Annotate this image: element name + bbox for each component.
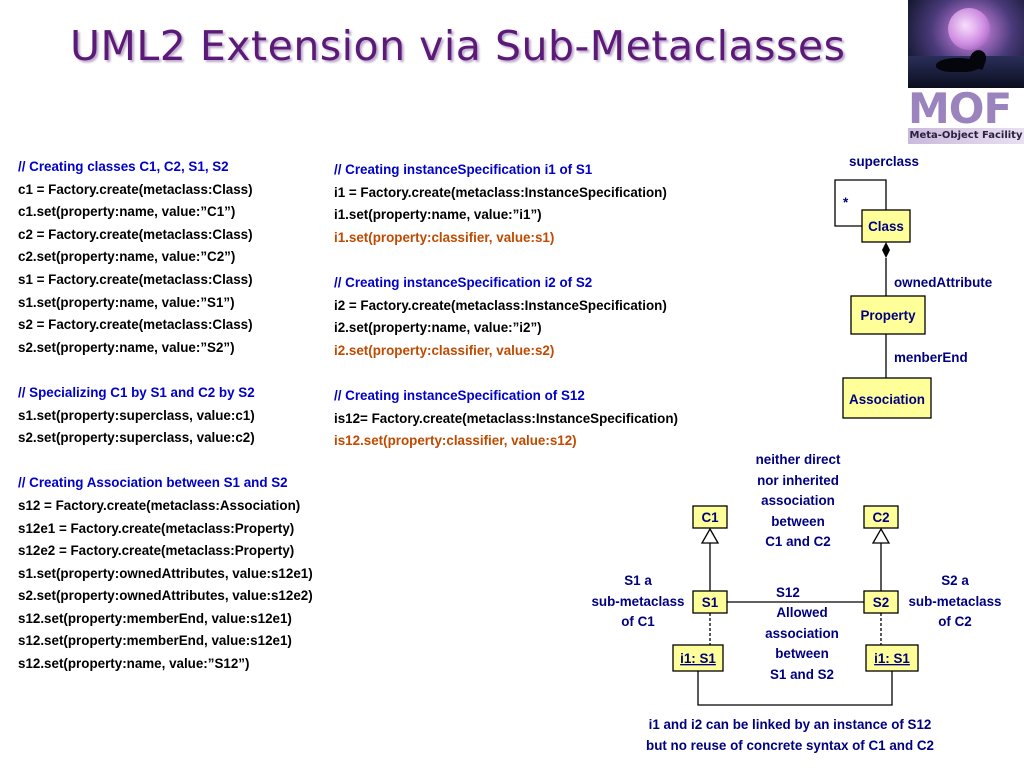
slide-title: UML2 Extension via Sub-Metaclasses: [70, 22, 846, 70]
orca-moon-photo-icon: [908, 0, 1024, 88]
mof-logo-letters: MOF: [908, 84, 1012, 133]
code-line: s12.set(property:memberEnd, value:s12e1): [18, 633, 292, 649]
code-line: i1.set(property:classifier, value:s1): [334, 229, 555, 245]
code-comment-line: // Creating instanceSpecification of S12: [334, 387, 585, 403]
code-line: is12= Factory.create(metaclass:InstanceS…: [334, 410, 678, 426]
code-line: s1.set(property:superclass, value:c1): [18, 407, 255, 423]
code-comment-line: // Creating classes C1, C2, S1, S2: [18, 159, 229, 174]
note-line: sub-metaclass: [591, 593, 685, 609]
association-box: [842, 377, 932, 419]
note-line: nor inherited: [757, 472, 839, 488]
mof-logo-caption: Meta-Object Facility: [908, 128, 1024, 144]
bottom-summary-note: i1 and i2 can be linked by an instance o…: [600, 714, 980, 756]
model: C1 S1 i1: S1 C2 S2 i1: S1 S12: [672, 505, 919, 706]
code-line: s12.set(property:memberEnd, value:s12e1): [18, 610, 292, 626]
c1-box-label: C1: [701, 510, 719, 525]
note-line: Allowed: [776, 605, 828, 620]
code-comment-line: // Creating instanceSpecification i1 of …: [334, 162, 593, 177]
code-block-right: // Creating instanceSpecification i1 of …: [334, 158, 678, 452]
composition-diamond-icon: [882, 242, 890, 258]
note-line: S2 a: [941, 573, 969, 588]
s2-box-label: S2: [873, 595, 889, 610]
note-line: between: [775, 646, 829, 662]
code-comment-line: // Specializing C1 by S1 and C2 by S2: [18, 384, 255, 400]
instance-link-line: [697, 671, 893, 706]
note-line: of C1: [621, 614, 655, 630]
code-line: s1.set(property:ownedAttributes, value:s…: [18, 565, 313, 581]
allowed-association-note: Allowed association between S1 and S2: [742, 603, 862, 685]
note-line: S1 a: [624, 573, 652, 588]
s12-label: S12: [776, 585, 800, 600]
owned-attribute-label: ownedAttribute: [894, 275, 992, 290]
code-line: s12e1 = Factory.create(metaclass:Propert…: [18, 520, 295, 536]
code-line: c1.set(property:name, value:”C1”): [18, 204, 236, 220]
i1-left-label: i1: S1: [680, 651, 716, 666]
mof-logo: MOF Meta-Object Facility: [908, 84, 1024, 144]
note-line: but no reuse of concrete syntax of C1 an…: [646, 738, 934, 753]
neither-association-note: neither direct nor inherited association be…: [738, 450, 858, 553]
code-line: i2.set(property:classifier, value:s2): [334, 342, 555, 358]
metamodel: superclass * Class ownedAttribute Proper…: [834, 154, 992, 419]
s1-submetaclass-note: S1 a sub-metaclass of C1: [584, 571, 692, 633]
property-box: [850, 295, 926, 335]
code-block-left: // Creating classes C1, C2, S1, S2 c1 = F…: [18, 156, 313, 676]
code-line: is12.set(property:classifier, value:s12): [334, 433, 577, 449]
association-box-label: Association: [849, 392, 925, 407]
member-end-label: menberEnd: [894, 350, 968, 365]
note-line: i1 and i2 can be linked by an instance o…: [648, 717, 932, 732]
multiplicity-label: *: [843, 195, 849, 210]
generalization-arrow-icon: [871, 527, 891, 544]
code-line: i2 = Factory.create(metaclass:InstanceSp…: [334, 297, 667, 313]
code-line: s12 = Factory.create(metaclass:Associati…: [18, 497, 301, 513]
note-line: sub-metaclass: [908, 593, 1002, 609]
superclass-label: superclass: [849, 154, 919, 169]
code-line: c2 = Factory.create(metaclass:Class): [18, 226, 253, 242]
code-line: s2.set(property:name, value:”S2”): [18, 339, 235, 355]
code-line: i1 = Factory.create(metaclass:InstanceSp…: [334, 184, 667, 200]
code-line: s12.set(property:name, value:”S12”): [18, 656, 250, 672]
code-line: s1.set(property:name, value:”S1”): [18, 294, 235, 310]
i1-right-box: [865, 644, 919, 672]
generalization-arrow-icon: [700, 527, 720, 544]
note-line: C1 and C2: [765, 534, 831, 550]
note-line: S1 and S2: [769, 666, 834, 682]
property-box-label: Property: [860, 308, 916, 323]
s2-submetaclass-note: S2 a sub-metaclass of C2: [900, 571, 1010, 633]
note-line: association: [761, 493, 835, 509]
class-box-label: Class: [868, 219, 904, 234]
superclass-self-link: [834, 179, 887, 227]
code-line: c2.set(property:name, value:”C2”): [18, 249, 236, 265]
class-box: [861, 209, 911, 243]
code-line: s2 = Factory.create(metaclass:Class): [18, 317, 253, 333]
code-line: i1.set(property:name, value:”i1”): [334, 207, 542, 223]
code-line: s12e2 = Factory.create(metaclass:Propert…: [18, 543, 295, 559]
code-comment-line: // Creating Association between S1 and S…: [18, 475, 288, 491]
code-line: i2.set(property:name, value:”i2”): [334, 320, 542, 336]
code-line: s2.set(property:ownedAttributes, value:s…: [18, 588, 313, 604]
c2-box-label: C2: [872, 510, 889, 525]
note-line: association: [765, 625, 839, 641]
s1-box-label: S1: [702, 595, 719, 610]
note-line: neither direct: [755, 452, 841, 467]
code-line: c1 = Factory.create(metaclass:Class): [18, 181, 253, 197]
code-line: s1 = Factory.create(metaclass:Class): [18, 271, 253, 287]
code-comment-line: // Creating instanceSpecification i2 of …: [334, 274, 593, 290]
note-line: of C2: [938, 614, 972, 630]
code-line: s2.set(property:superclass, value:c2): [18, 430, 255, 446]
note-line: between: [771, 513, 825, 529]
i1-right-label: i1: S1: [874, 651, 910, 666]
